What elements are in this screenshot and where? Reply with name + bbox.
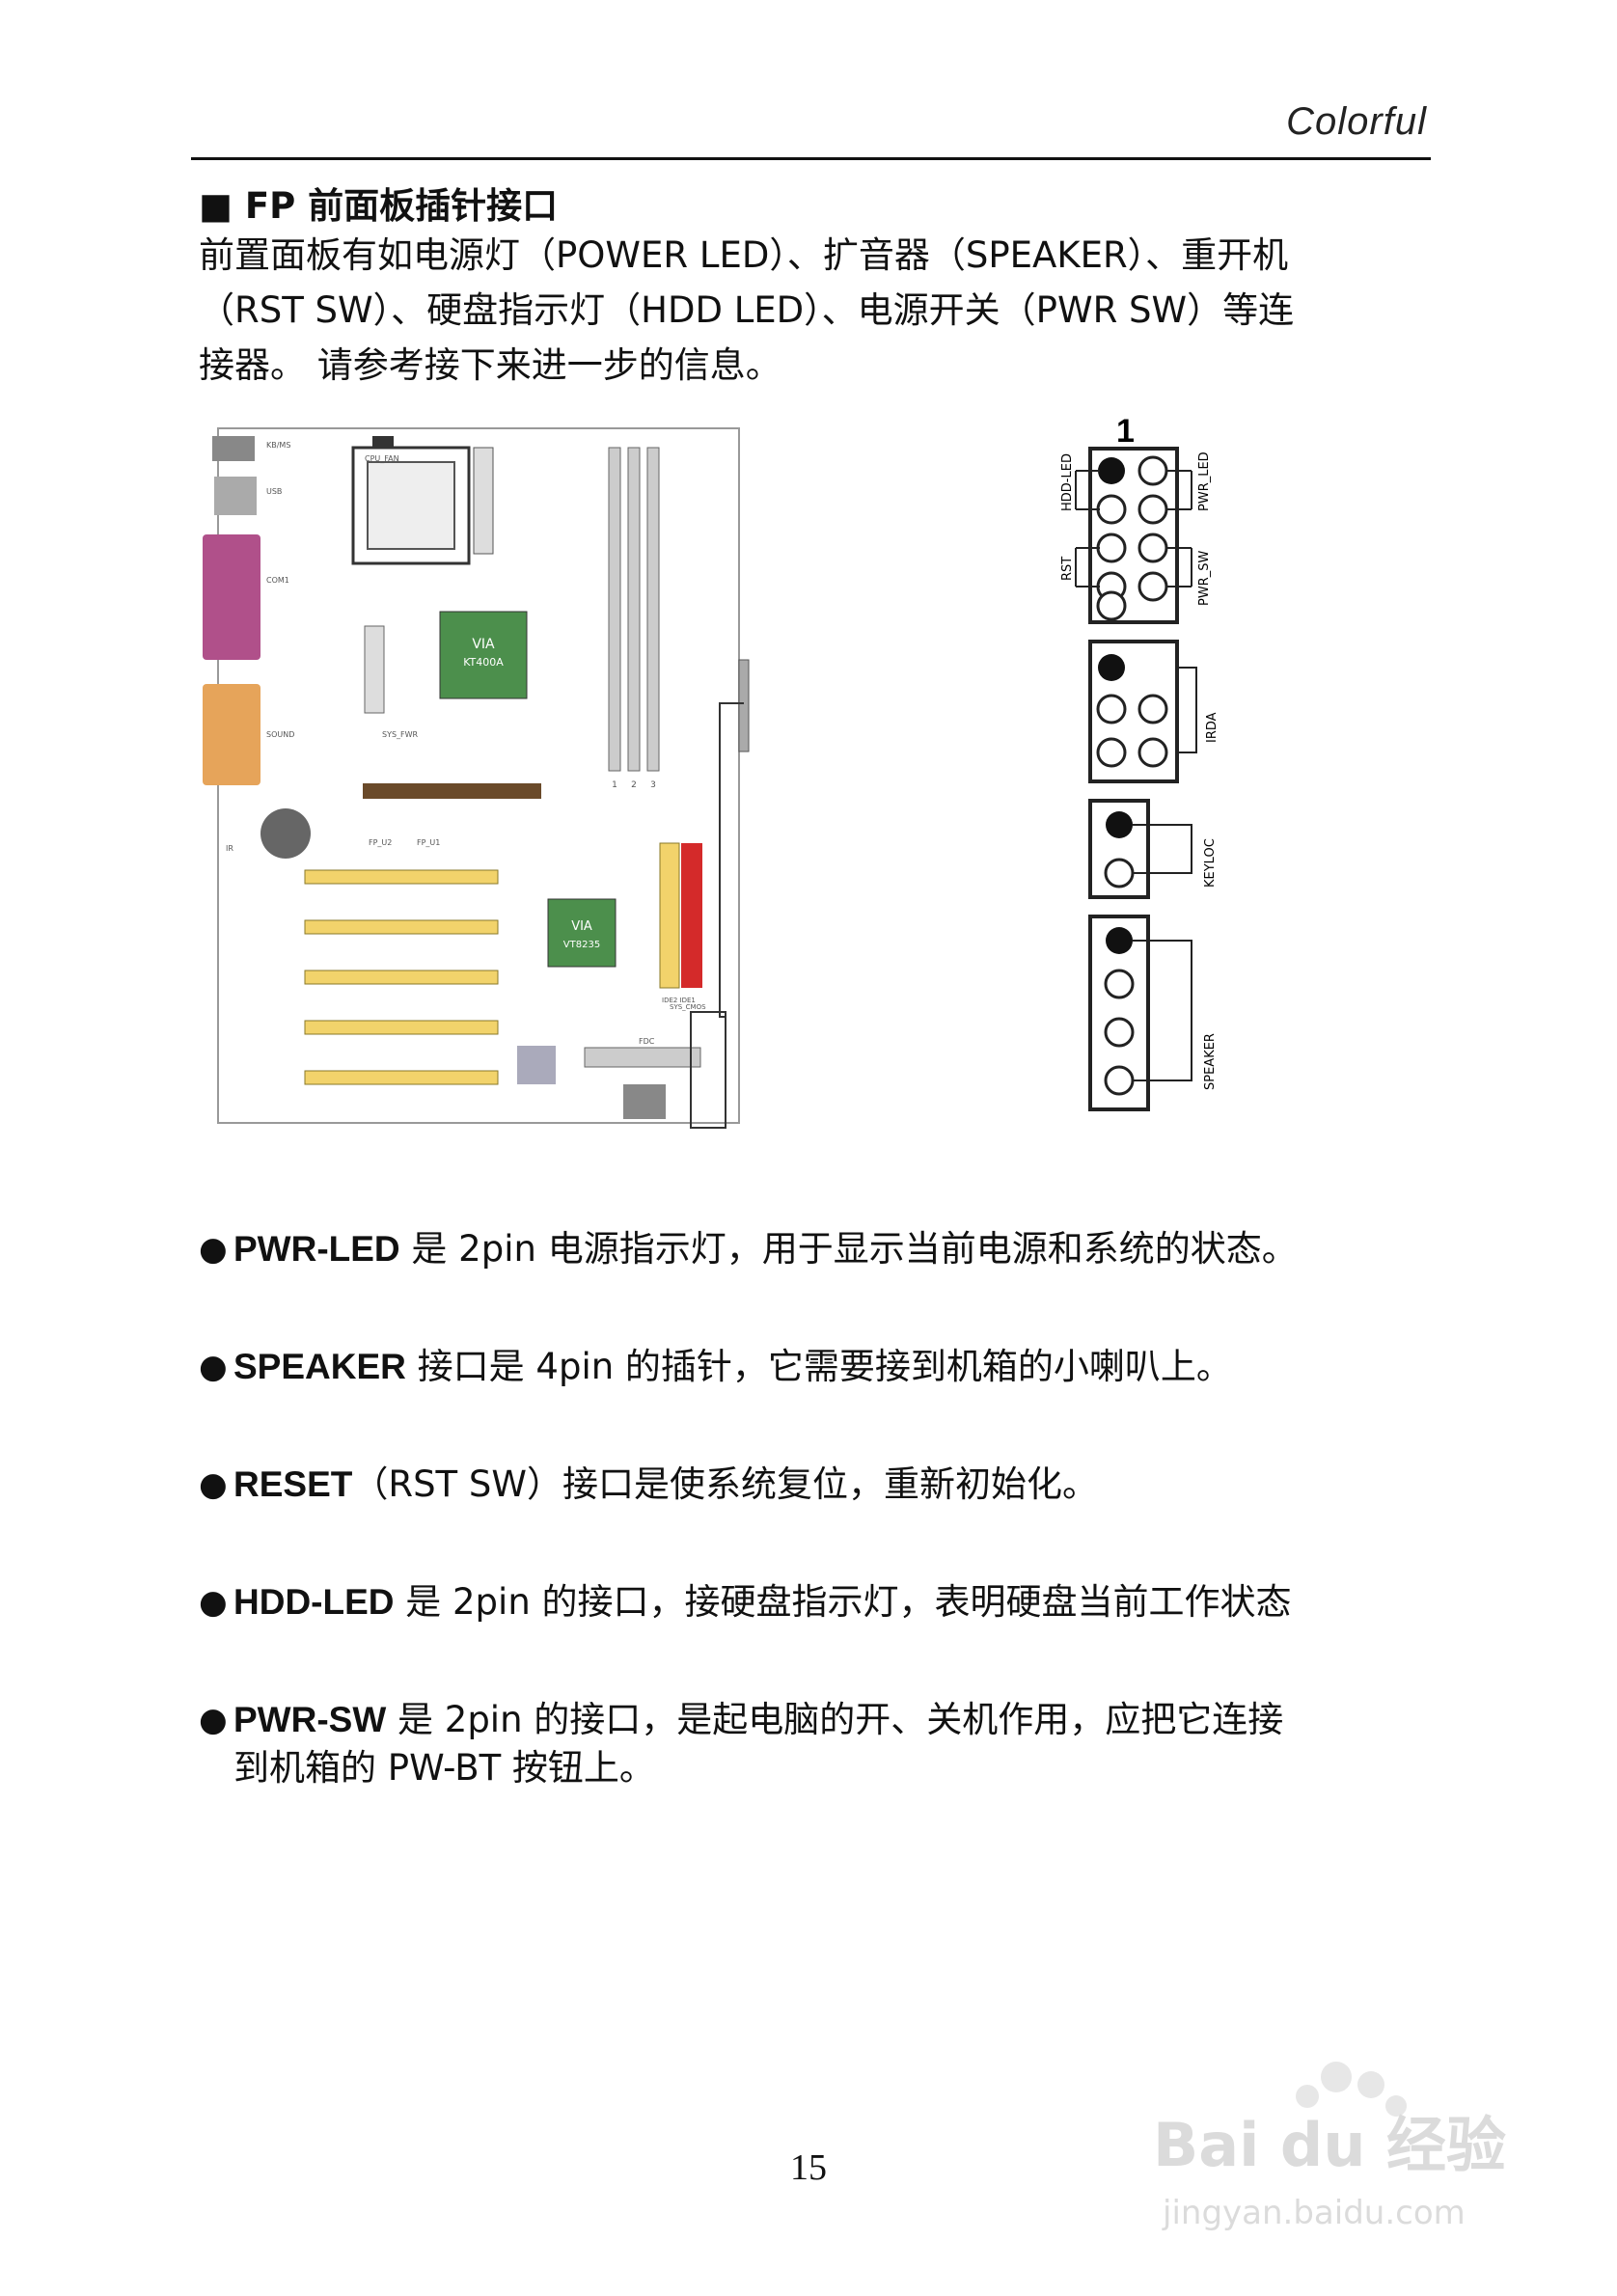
hdd-led-label: HDD-LED [1060, 453, 1075, 511]
bullet-continuation: 到机箱的 PW-BT 按钮上。 [233, 1747, 655, 1789]
bullet-text: （RST SW）接口是使系统复位，重新初始化。 [352, 1463, 1098, 1505]
chip2-line2: VT8235 [563, 940, 600, 950]
com-label: COM1 [266, 576, 289, 585]
bullet-dot: ● [199, 1583, 228, 1622]
section-title: ■ FP 前面板插针接口 [199, 185, 559, 227]
fp-header-highlight [690, 1011, 726, 1129]
bullet-item: ● PWR-SW 是 2pin 的接口，是起电脑的开、关机作用，应把它连接 到机… [199, 1696, 1443, 1792]
pwr-led-label: PWR_LED [1197, 451, 1212, 511]
bullet-term: HDD-LED [233, 1582, 395, 1622]
bullet-list: ● PWR-LED 是 2pin 电源指示灯，用于显示当前电源和系统的状态。 ●… [199, 1225, 1443, 1862]
bullet-text: 是 2pin 电源指示灯，用于显示当前电源和系统的状态。 [399, 1228, 1298, 1270]
bullet-dot: ● [199, 1348, 228, 1386]
irda-label: IRDA [1205, 712, 1220, 743]
rst-label: RST [1060, 557, 1075, 581]
bullet-item: ● PWR-LED 是 2pin 电源指示灯，用于显示当前电源和系统的状态。 [199, 1225, 1443, 1273]
dimm-2-label: 2 [631, 780, 637, 790]
fp-header-small [738, 659, 750, 752]
bullet-text: 是 2pin 的接口，接硬盘指示灯，表明硬盘当前工作状态 [394, 1581, 1292, 1623]
page-number: 15 [790, 2147, 827, 2188]
dimm-1-label: 1 [612, 780, 617, 790]
lpt-port [203, 684, 260, 785]
intro-paragraph: 前置面板有如电源灯（POWER LED）、扩音器（SPEAKER）、重开机 （R… [199, 228, 1434, 393]
com-port [203, 534, 260, 660]
fp-u2-label: FP_U2 [369, 838, 392, 847]
bullet-term: RESET [233, 1464, 353, 1504]
fp-u1-label: FP_U1 [417, 838, 440, 847]
sys-cmos-label: SYS_CMOS [670, 1003, 706, 1011]
chip2-line1: VIA [571, 919, 592, 934]
pin-header-diagram: 1 HDD-LED PWR_LED RST PWR_SW IRDA KEYLOC… [1060, 415, 1220, 1111]
sound-label: SOUND [266, 730, 294, 739]
bullet-item: ● RESET（RST SW）接口是使系统复位，重新初始化。 [199, 1461, 1443, 1509]
brand-label: Colorful [1286, 100, 1427, 143]
watermark-line2: jingyan.baidu.com [1162, 2194, 1466, 2232]
intro-line: 接器。 请参考接下来进一步的信息。 [199, 344, 781, 386]
ide-label: IDE2 IDE1 [662, 997, 696, 1004]
bullet-text: 是 2pin 的接口，是起电脑的开、关机作用，应把它连接 [386, 1699, 1284, 1740]
bullet-dot: ● [199, 1230, 228, 1269]
bullet-term: SPEAKER [233, 1347, 406, 1386]
kbms-label: KB/MS [266, 441, 290, 450]
keyloc-label: KEYLOC [1203, 838, 1218, 888]
bullet-dot: ● [199, 1465, 228, 1504]
dimm-3-label: 3 [650, 780, 656, 790]
agp-slot [363, 783, 541, 799]
watermark-logo: Bai du 经验 jingyan.baidu.com [1153, 2062, 1506, 2232]
pwr-sw-label: PWR_SW [1197, 551, 1212, 606]
cpu-fan-label: CPU_FAN [365, 454, 399, 463]
bullet-item: ● SPEAKER 接口是 4pin 的插针，它需要接到机箱的小喇叭上。 [199, 1343, 1443, 1391]
chip1-line2: KT400A [463, 656, 504, 669]
header-rule [191, 157, 1431, 160]
bullet-dot: ● [199, 1701, 228, 1739]
bullet-item: ● HDD-LED 是 2pin 的接口，接硬盘指示灯，表明硬盘当前工作状态 [199, 1578, 1443, 1626]
bullet-term: PWR-LED [233, 1229, 400, 1269]
watermark-line1: Bai du 经验 [1153, 2110, 1506, 2180]
bullet-term: PWR-SW [233, 1700, 387, 1739]
pin-1-label: 1 [1116, 415, 1135, 450]
usb-label: USB [266, 487, 282, 496]
fdc-label: FDC [639, 1037, 655, 1046]
ir-label: IR [226, 844, 233, 853]
speaker-label: SPEAKER [1203, 1033, 1218, 1090]
chip1-line1: VIA [472, 637, 495, 652]
intro-line: 前置面板有如电源灯（POWER LED）、扩音器（SPEAKER）、重开机 [199, 234, 1289, 276]
intro-line: （RST SW）、硬盘指示灯（HDD LED）、电源开关（PWR SW）等连 [199, 289, 1295, 331]
bullet-text: 接口是 4pin 的插针，它需要接到机箱的小喇叭上。 [405, 1346, 1232, 1387]
sys-fan-label: SYS_FWR [382, 730, 419, 739]
cmos-battery [260, 808, 311, 859]
motherboard-diagram: KB/MS USB COM1 SOUND CPU_FAN VIA KT400A … [203, 427, 750, 1129]
